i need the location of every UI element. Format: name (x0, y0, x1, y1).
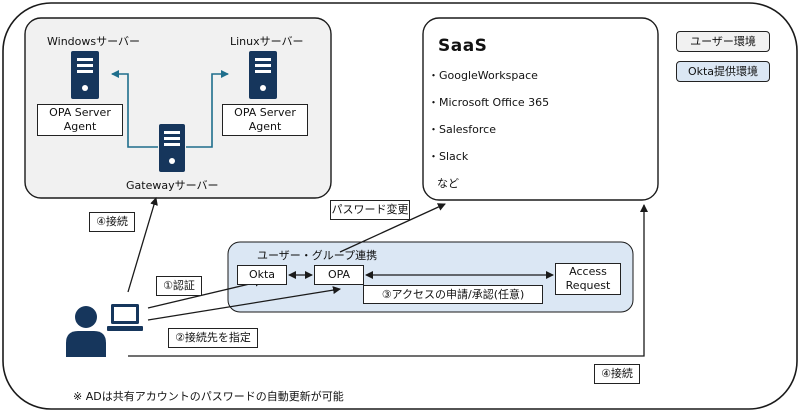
step-connect-bottom-label: ④接続 (594, 364, 640, 384)
connect-bottom-arrow (128, 204, 648, 357)
step-auth-label: ①認証 (156, 276, 202, 296)
saas-region (422, 17, 659, 201)
password-change-label: パスワード変更 (330, 200, 410, 220)
server-icon (71, 51, 99, 99)
saas-item-office-365: ・Microsoft Office 365 (428, 96, 550, 109)
agent-label-line2: Agent (63, 120, 97, 133)
saas-item-slack: ・Slack (428, 150, 469, 163)
agent-label-line1: OPA Server (49, 106, 111, 119)
user-group-sync-label: ユーザー・グループ連携 (257, 249, 378, 262)
gateway-to-windows-connector (111, 70, 158, 148)
okta-node: Okta (237, 265, 287, 285)
connect-top-arrow (127, 197, 158, 293)
windows-agent-box: OPA Server Agent (37, 104, 123, 136)
saas-title: SaaS (438, 36, 488, 56)
linux-agent-box: OPA Server Agent (222, 104, 308, 136)
footnote: ※ ADは共有アカウントのパスワードの自動更新が可能 (73, 390, 344, 403)
agent-label-line2: Agent (248, 120, 282, 133)
saas-item-google-workspace: ・GoogleWorkspace (428, 69, 538, 82)
step-specify-label: ②接続先を指定 (168, 328, 258, 348)
windows-server-label: Windowsサーバー (47, 35, 140, 48)
auth-arrow (147, 278, 263, 309)
access-request-line2: Request (565, 279, 611, 292)
saas-item-others: など (437, 177, 459, 190)
password-change-arrow (339, 203, 446, 253)
specify-arrow (147, 286, 341, 321)
gateway-server-label: Gatewayサーバー (126, 179, 219, 192)
gateway-to-linux-connector (186, 70, 229, 148)
legend-okta-environment: Okta提供環境 (676, 61, 770, 82)
access-request-line1: Access (569, 265, 607, 278)
server-icon (159, 124, 185, 172)
step-connect-top-label: ④接続 (89, 212, 135, 232)
legend-user-environment: ユーザー環境 (676, 31, 770, 52)
laptop-icon (107, 304, 143, 331)
access-request-node: Access Request (555, 263, 621, 295)
server-icon (249, 51, 277, 99)
step-apply-label: ③アクセスの申請/承認(任意) (363, 285, 543, 304)
user-icon (66, 306, 106, 357)
saas-item-salesforce: ・Salesforce (428, 123, 496, 136)
linux-server-label: Linuxサーバー (230, 35, 304, 48)
agent-label-line1: OPA Server (234, 106, 296, 119)
opa-node: OPA (314, 265, 364, 285)
